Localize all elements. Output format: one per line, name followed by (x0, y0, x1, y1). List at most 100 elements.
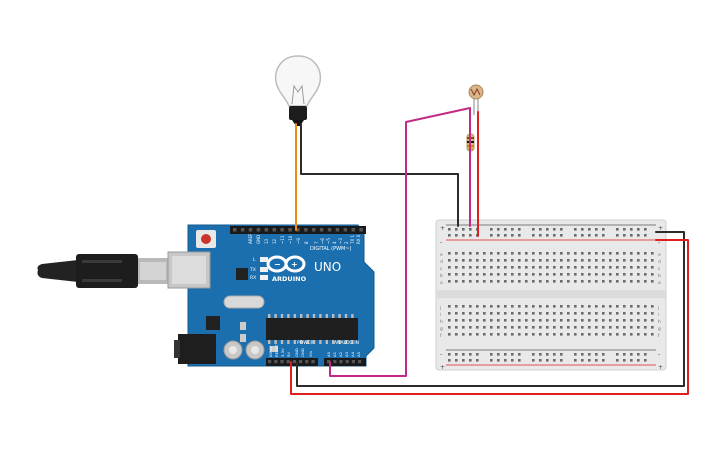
arduino-uno-board[interactable]: − + ARDUINO UNO L TX RX DIGITAL (PWM~) A… (167, 224, 375, 367)
breadboard-hole (553, 252, 556, 255)
breadboard-hole (518, 234, 521, 237)
breadboard-hole (448, 280, 451, 283)
breadboard-hole (476, 319, 479, 322)
breadboard-hole (504, 319, 507, 322)
chip-pin (351, 314, 354, 318)
breadboard-holes[interactable] (448, 228, 654, 362)
digital-label: DIGITAL (PWM~) (310, 246, 352, 252)
usb-plug-body (76, 254, 138, 288)
breadboard-hole (532, 312, 535, 315)
header-hole (311, 360, 315, 364)
breadboard-hole (637, 312, 640, 315)
breadboard-hole (539, 266, 542, 269)
breadboard-hole (609, 326, 612, 329)
usb-chip (236, 268, 248, 280)
breadboard-hole (455, 312, 458, 315)
brand-label: ARDUINO (272, 275, 307, 283)
breadboard-hole (630, 280, 633, 283)
chip-pin (338, 340, 341, 344)
breadboard-hole (574, 273, 577, 276)
svg-text:i: i (440, 312, 441, 318)
breadboard-hole (490, 305, 493, 308)
breadboard-hole (637, 333, 640, 336)
header-hole (319, 228, 324, 232)
wires[interactable] (290, 107, 689, 395)
breadboard-hole (455, 353, 458, 356)
breadboard-hole (630, 333, 633, 336)
chip-pin (280, 314, 284, 318)
breadboard-hole (644, 359, 647, 362)
chip-pin (306, 314, 309, 318)
breadboard-hole (616, 259, 619, 262)
breadboard-hole (588, 319, 591, 322)
breadboard-hole (567, 319, 570, 322)
breadboard-hole (581, 333, 584, 336)
breadboard-hole (483, 312, 486, 315)
breadboard-hole (518, 305, 521, 308)
breadboard-hole (469, 234, 472, 237)
photoresistor[interactable] (468, 84, 484, 115)
analog-header[interactable] (324, 358, 366, 366)
wire-red-5v[interactable] (290, 239, 689, 395)
breadboard-hole (588, 234, 591, 237)
breadboard-hole (553, 359, 556, 362)
breadboard-hole (546, 326, 549, 329)
breadboard-hole (462, 273, 465, 276)
breadboard-hole (595, 259, 598, 262)
breadboard-hole (630, 359, 633, 362)
breadboard-hole (483, 266, 486, 269)
breadboard-hole (511, 305, 514, 308)
svg-text:GND: GND (294, 348, 299, 357)
breadboard-hole (518, 228, 521, 231)
breadboard-hole (483, 273, 486, 276)
breadboard-hole (595, 353, 598, 356)
breadboard-hole (644, 252, 647, 255)
breadboard-hole (511, 259, 514, 262)
breadboard-hole (623, 333, 626, 336)
breadboard-hole (567, 326, 570, 329)
breadboard-hole (455, 234, 458, 237)
breadboard-hole (476, 353, 479, 356)
light-bulb[interactable] (274, 55, 322, 126)
breadboard-hole (602, 259, 605, 262)
breadboard-hole (637, 228, 640, 231)
breadboard-hole (469, 252, 472, 255)
breadboard-hole (616, 312, 619, 315)
breadboard-hole (476, 266, 479, 269)
breadboard[interactable]: + - + - - + - + e d c b a j i h g f e d … (435, 219, 667, 371)
breadboard-hole (525, 305, 528, 308)
breadboard-hole (483, 326, 486, 329)
breadboard-hole (518, 259, 521, 262)
breadboard-hole (574, 266, 577, 269)
breadboard-hole (630, 273, 633, 276)
wire-black-bulb-to-breadboard[interactable] (300, 123, 459, 227)
power-label: POWER (297, 340, 314, 346)
smd-component (240, 322, 246, 330)
breadboard-hole (476, 273, 479, 276)
row-letters: e d c b a j i h g f e d c b a j i h g f (439, 253, 661, 339)
wire-magenta-a0-to-sensor[interactable] (329, 107, 471, 377)
breadboard-hole (497, 234, 500, 237)
breadboard-hole (511, 273, 514, 276)
breadboard-hole (490, 312, 493, 315)
bulb-base (289, 106, 307, 120)
breadboard-hole (602, 273, 605, 276)
usb-cable[interactable] (37, 254, 169, 288)
wire-black-ground[interactable] (296, 231, 685, 387)
svg-text:c: c (658, 267, 661, 272)
breadboard-hole (546, 359, 549, 362)
breadboard-hole (448, 305, 451, 308)
breadboard-hole (497, 252, 500, 255)
breadboard-hole (567, 305, 570, 308)
breadboard-hole (532, 353, 535, 356)
breadboard-hole (483, 319, 486, 322)
breadboard-hole (539, 333, 542, 336)
breadboard-hole (455, 333, 458, 336)
svg-text:A4: A4 (350, 351, 355, 357)
breadboard-hole (581, 273, 584, 276)
breadboard-hole (588, 305, 591, 308)
breadboard-hole (560, 319, 563, 322)
power-jack[interactable] (178, 334, 216, 364)
svg-text:d: d (440, 259, 443, 265)
breadboard-hole (560, 359, 563, 362)
